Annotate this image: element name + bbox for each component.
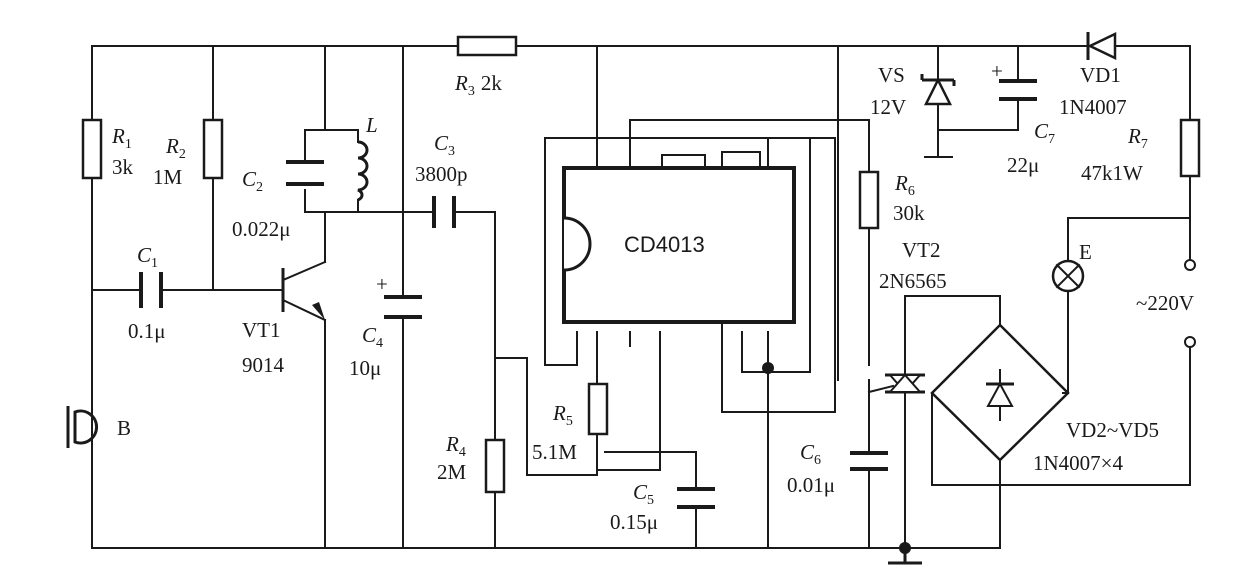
c7-label: C7	[1034, 119, 1055, 147]
bridge-part: 1N4007×4	[1033, 451, 1124, 475]
vt2-part: 2N6565	[879, 269, 947, 293]
c5-capacitor	[677, 487, 715, 509]
c6-capacitor	[850, 451, 888, 471]
c5-label: C5	[633, 480, 654, 508]
c1-label: C1	[137, 243, 158, 271]
c7-capacitor	[999, 79, 1037, 101]
vd1-part: 1N4007	[1059, 95, 1127, 119]
vt1-name: VT1	[242, 318, 281, 342]
r5-value: 5.1M	[532, 440, 577, 464]
c7-value: 22μ	[1007, 153, 1039, 177]
r1-value: 3k	[112, 155, 134, 179]
r5-resistor	[587, 382, 609, 436]
vs-zener-diode	[920, 74, 956, 106]
c6-value: 0.01μ	[787, 473, 835, 497]
wires	[91, 45, 1191, 549]
r6-resistor	[858, 170, 880, 230]
junction-dot	[899, 542, 911, 554]
c6-label: C6	[800, 440, 821, 468]
c4-value: 10μ	[349, 356, 381, 380]
chip-label: CD4013	[624, 232, 705, 257]
lamp-icon	[1051, 259, 1085, 293]
l-label: L	[365, 113, 378, 137]
r4-label: R4	[445, 432, 466, 460]
vs-name: VS	[878, 63, 905, 87]
r2-value: 1M	[153, 165, 183, 189]
c1-value: 0.1μ	[128, 319, 166, 343]
r6-label: R6	[894, 171, 915, 199]
mains-terminal-top	[1184, 259, 1196, 271]
microphone-icon	[66, 399, 98, 453]
bridge-rectifier	[930, 323, 1070, 462]
r2-resistor	[202, 118, 224, 180]
c4-capacitor	[384, 295, 422, 319]
r7-resistor	[1179, 118, 1201, 178]
vt1-part: 9014	[242, 353, 285, 377]
bridge-name: VD2~VD5	[1066, 418, 1159, 442]
lamp-label: E	[1079, 240, 1092, 264]
c2-capacitor	[286, 160, 324, 186]
mains-label: ~220V	[1136, 291, 1194, 315]
c3-value: 3800p	[415, 162, 468, 186]
r1-label: R1	[111, 124, 132, 152]
vd1-name: VD1	[1080, 63, 1121, 87]
c5-value: 0.15μ	[610, 510, 658, 534]
vt1-transistor	[281, 260, 327, 322]
c4-label: C4	[362, 323, 383, 351]
r7-label: R7	[1127, 124, 1148, 152]
r3-resistor	[456, 35, 518, 57]
c2-value: 0.022μ	[232, 217, 291, 241]
c3-label: C3	[434, 131, 455, 159]
inductor-l	[357, 140, 369, 202]
vt2-triac	[867, 373, 925, 394]
vs-value: 12V	[870, 95, 906, 119]
r4-resistor	[484, 438, 506, 494]
cd4013-chip	[562, 166, 796, 324]
c4-plus-mark: +	[376, 272, 388, 296]
vt2-name: VT2	[902, 238, 941, 262]
r5-label: R5	[552, 401, 573, 429]
r6-value: 30k	[893, 201, 925, 225]
r4-value: 2M	[437, 460, 467, 484]
r1-resistor	[81, 118, 103, 180]
junction-dot	[762, 362, 774, 374]
mic-label: B	[117, 416, 131, 440]
r2-label: R2	[165, 134, 186, 162]
r7-value: 47k1W	[1081, 161, 1143, 185]
c1-capacitor	[139, 272, 163, 308]
c2-label: C2	[242, 167, 263, 195]
mains-terminal-bottom	[1184, 336, 1196, 348]
c3-capacitor	[432, 196, 456, 228]
vd1-diode	[1086, 32, 1117, 60]
c7-plus-mark: +	[991, 59, 1003, 83]
